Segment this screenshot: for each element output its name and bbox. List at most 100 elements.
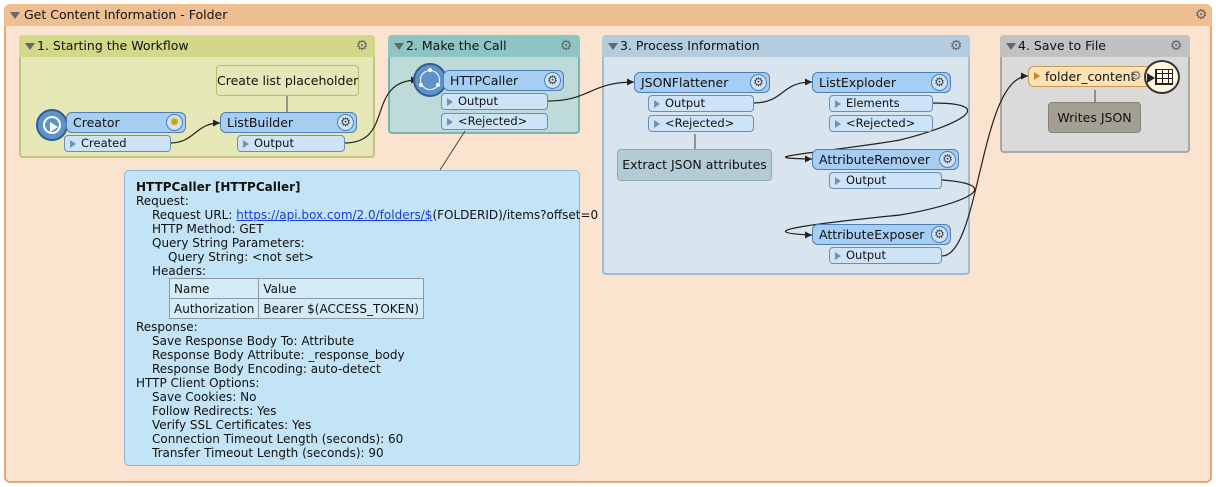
port-label: Output — [458, 94, 498, 108]
gear-icon[interactable]: ⚙ — [355, 38, 369, 54]
transformer-httpcaller[interactable]: HTTPCaller ⚙ — [443, 70, 564, 91]
transformer-name: ListExploder — [819, 75, 896, 90]
tooltip-body-attr: Response Body Attribute: _response_body — [152, 348, 405, 362]
collapse-triangle-icon[interactable] — [1006, 43, 1016, 50]
bookmark-save-to-file-header[interactable]: 4. Save to File ⚙ — [1000, 35, 1190, 57]
httpcaller-tooltip: HTTPCaller [HTTPCaller] Request: Request… — [124, 170, 598, 466]
transformer-listexploder[interactable]: ListExploder ⚙ — [812, 72, 951, 93]
annotation-extract-json[interactable]: Extract JSON attributes — [617, 149, 772, 181]
port-label: Elements — [846, 96, 900, 110]
gear-icon[interactable]: ⚙ — [939, 151, 956, 168]
port-elements[interactable]: Elements — [829, 95, 933, 112]
tooltip-pointer — [439, 130, 466, 171]
transformer-listbuilder[interactable]: ListBuilder ⚙ — [220, 112, 357, 133]
table-row: Authorization Bearer $(ACCESS_TOKEN) — [168, 298, 424, 319]
bookmark-title: 4. Save to File — [1018, 38, 1106, 53]
tooltip-title: HTTPCaller [HTTPCaller] — [136, 180, 301, 194]
tooltip-verify-ssl: Verify SSL Certificates: Yes — [152, 418, 312, 432]
transformer-jsonflattener[interactable]: JSONFlattener ⚙ — [634, 72, 770, 93]
tooltip-query-params: Query String Parameters: — [152, 236, 305, 250]
collapse-triangle-icon[interactable] — [10, 12, 20, 19]
collapse-triangle-icon[interactable] — [394, 43, 404, 50]
transformer-name: AttributeExposer — [819, 227, 925, 242]
gear-icon[interactable]: ⚙ — [337, 114, 354, 131]
tooltip-query-string: Query String: <not set> — [168, 250, 314, 264]
headers-table: Name Value Authorization Bearer $(ACCESS… — [168, 278, 424, 319]
creator-icon[interactable] — [36, 109, 68, 141]
wire-listexploder-attributeremover — [784, 102, 969, 160]
port-label: Output — [846, 248, 886, 262]
port-label: <Rejected> — [846, 116, 916, 130]
bookmark-make-call-header[interactable]: 2. Make the Call ⚙ — [388, 35, 580, 57]
bookmark-process-information-header[interactable]: 3. Process Information ⚙ — [602, 35, 970, 57]
transformer-name: AttributeRemover — [819, 152, 931, 167]
port-label: Output — [254, 136, 294, 150]
table-writer-icon[interactable] — [1144, 60, 1180, 94]
gear-icon[interactable]: ⚙ — [559, 38, 573, 54]
port-rejected[interactable]: <Rejected> — [441, 113, 548, 130]
transformer-name: HTTPCaller — [450, 73, 519, 88]
port-created[interactable]: Created — [64, 135, 171, 152]
request-url-rest: (FOLDERID)/items?offset=0 — [432, 208, 599, 222]
transformer-name: Creator — [73, 115, 120, 130]
port-label: Output — [665, 96, 705, 110]
port-label: Output — [846, 173, 886, 187]
tooltip-response-label: Response: — [136, 320, 198, 334]
gear-icon[interactable]: ⚙ — [1169, 38, 1183, 54]
sun-icon[interactable]: ✹ — [166, 114, 183, 131]
bookmark-title: 3. Process Information — [620, 38, 760, 53]
gear-icon[interactable]: ⚙ — [931, 226, 948, 243]
outer-bookmark-header[interactable]: Get Content Information - Folder ⚙ — [4, 4, 1212, 26]
port-label: <Rejected> — [458, 114, 528, 128]
port-output[interactable]: Output — [829, 172, 942, 189]
gear-icon[interactable]: ⚙ — [949, 38, 963, 54]
wire-httpcaller-jsonflattener — [547, 81, 635, 102]
port-rejected[interactable]: <Rejected> — [829, 115, 933, 132]
port-label: Created — [81, 136, 127, 150]
transformer-attributeremover[interactable]: AttributeRemover ⚙ — [812, 149, 959, 170]
gear-icon[interactable]: ⚙ — [750, 74, 767, 91]
tooltip-client-label: HTTP Client Options: — [136, 376, 260, 390]
request-url-label: Request URL: — [152, 208, 237, 222]
collapse-triangle-icon[interactable] — [608, 43, 618, 50]
writer-name: folder_content — [1045, 69, 1136, 84]
tooltip-save-cookies: Save Cookies: No — [152, 390, 257, 404]
table-row: Name Value — [168, 278, 424, 299]
tooltip-body-enc: Response Body Encoding: auto-detect — [152, 362, 381, 376]
port-output[interactable]: Output — [237, 135, 345, 152]
port-output[interactable]: Output — [441, 93, 548, 110]
transformer-name: JSONFlattener — [641, 75, 729, 90]
collapse-triangle-icon[interactable] — [25, 43, 35, 50]
globe-icon[interactable] — [413, 63, 447, 97]
tooltip-transfer-timeout: Transfer Timeout Length (seconds): 90 — [152, 446, 384, 460]
port-output[interactable]: Output — [829, 247, 942, 264]
bookmark-title: 1. Starting the Workflow — [37, 38, 189, 53]
gear-icon[interactable]: ⚙ — [1194, 7, 1208, 23]
annotation-writes-json[interactable]: Writes JSON — [1048, 102, 1141, 133]
wire-listbuilder-httpcaller — [344, 79, 419, 144]
outer-bookmark-title: Get Content Information - Folder — [24, 7, 228, 22]
tooltip-http-method: HTTP Method: GET — [152, 222, 264, 236]
tooltip-follow-redirects: Follow Redirects: Yes — [152, 404, 277, 418]
tooltip-request-label: Request: — [136, 194, 189, 208]
transformer-creator[interactable]: Creator ✹ — [66, 112, 186, 133]
wire-attributeremover-attributeexposer — [784, 179, 976, 236]
bookmark-starting-workflow-header[interactable]: 1. Starting the Workflow ⚙ — [19, 35, 375, 57]
wire-jsonflattener-listexploder — [752, 81, 813, 104]
writer-folder-content[interactable]: folder_content — [1028, 66, 1158, 87]
bookmark-title: 2. Make the Call — [406, 38, 507, 53]
gear-icon[interactable]: ⚙ — [1130, 69, 1142, 84]
tooltip-save-body: Save Response Body To: Attribute — [152, 334, 355, 348]
annotation-create-list[interactable]: Create list placeholder — [216, 65, 359, 96]
port-rejected[interactable]: <Rejected> — [648, 115, 754, 132]
gear-icon[interactable]: ⚙ — [544, 72, 561, 89]
request-url-link[interactable]: https://api.box.com/2.0/folders/$ — [236, 208, 433, 222]
table-cell-name: Authorization — [168, 298, 260, 319]
port-output[interactable]: Output — [648, 95, 754, 112]
table-header-value: Value — [258, 278, 424, 299]
gear-icon[interactable]: ⚙ — [931, 74, 948, 91]
transformer-attributeexposer[interactable]: AttributeExposer ⚙ — [812, 224, 951, 245]
tooltip-conn-timeout: Connection Timeout Length (seconds): 60 — [152, 432, 404, 446]
transformer-name: ListBuilder — [227, 115, 294, 130]
